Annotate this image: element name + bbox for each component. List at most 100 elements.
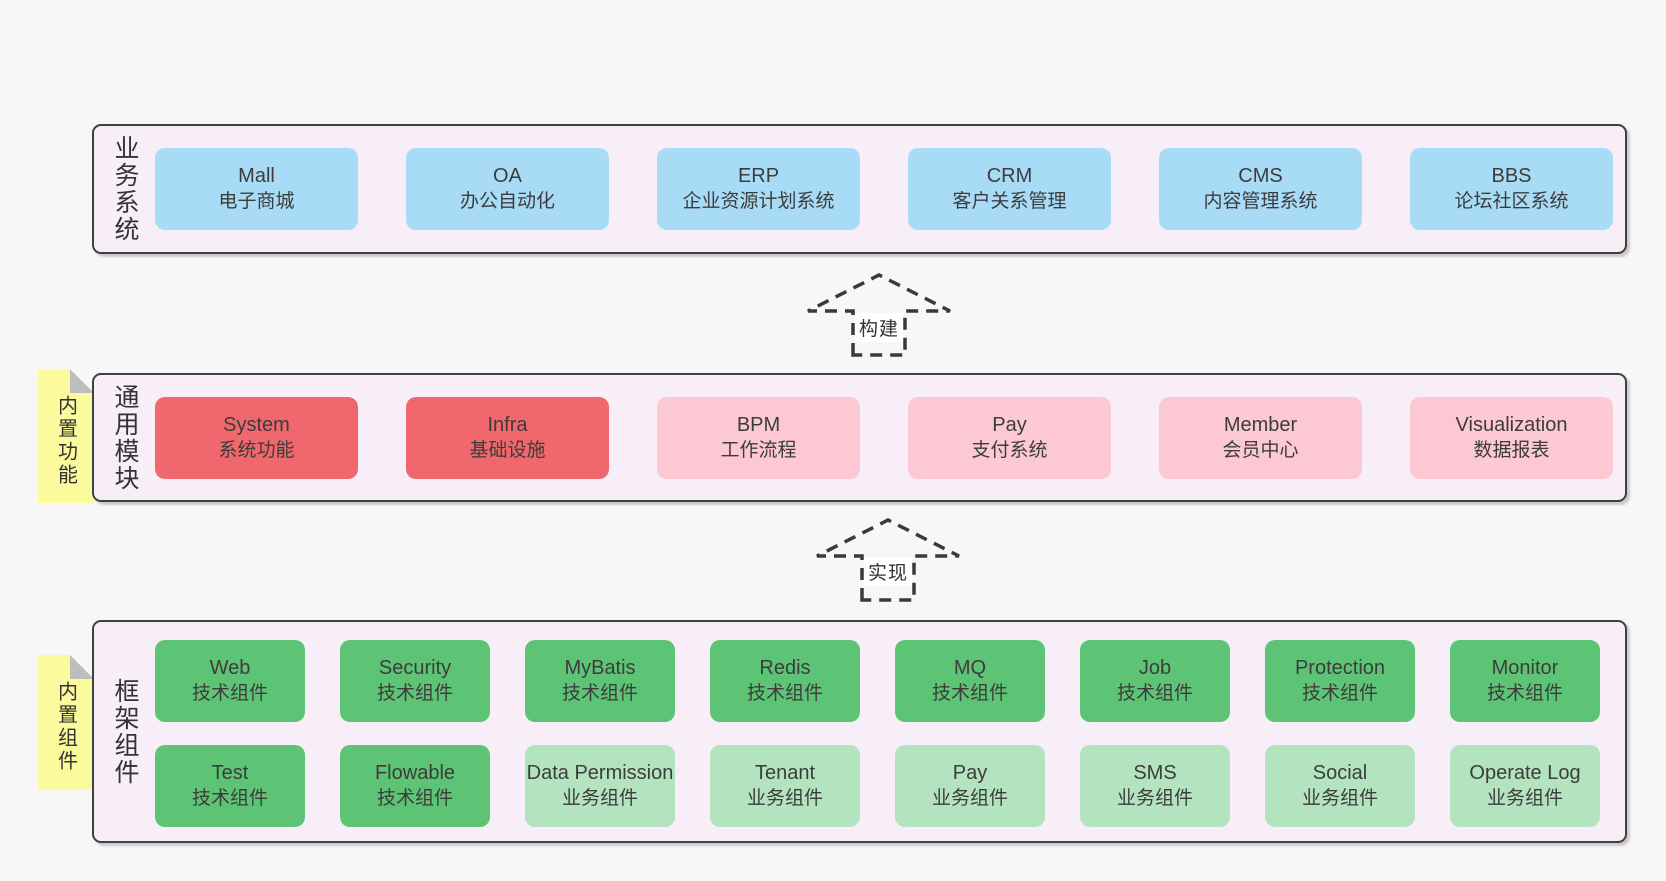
box-subtitle: 基础设施 [469,439,546,461]
builtin-components-note: 内置组件 [38,655,94,790]
box-subtitle: 技术组件 [376,788,453,809]
box-title: SMS [1133,762,1177,784]
box-visualization: Visualization 数据报表 [1410,396,1613,479]
box-subtitle: 技术组件 [746,683,823,704]
box-title: Pay [992,413,1027,436]
business-layer-label: 业务系统 [111,135,139,243]
builtin-functions-note: 内置功能 [38,369,94,503]
business-boxes-row: Mall 电子商城 OA 办公自动化 ERP 企业资源计划系统 CRM 客户关系… [155,126,1613,252]
box-tenant: Tenant 业务组件 [710,745,860,827]
up-arrow-icon [816,518,960,602]
box-sms: SMS 业务组件 [1080,745,1230,827]
box-bbs: BBS 论坛社区系统 [1410,148,1613,230]
box-subtitle: 业务组件 [931,788,1008,809]
box-title: BPM [736,413,781,436]
box-subtitle: 会员中心 [1222,439,1299,461]
box-test: Test 技术组件 [155,745,305,827]
box-title: Tenant [754,762,816,784]
up-arrow-icon [807,273,951,357]
box-title: Test [211,762,249,784]
modules-boxes-row: System 系统功能 Infra 基础设施 BPM 工作流程 Pay 支付系统… [155,375,1613,500]
box-protection: Protection 技术组件 [1265,640,1415,722]
box-subtitle: 业务组件 [746,788,823,809]
box-title: Visualization [1455,413,1568,436]
box-title: Monitor [1491,657,1559,679]
box-title: Redis [759,657,811,679]
framework-components-layer: 框架组件 Web 技术组件 Security 技术组件 MyBatis 技术组件… [92,620,1627,843]
box-cms: CMS 内容管理系统 [1159,148,1362,230]
box-crm: CRM 客户关系管理 [908,148,1111,230]
modules-layer-label: 通用模块 [111,383,139,492]
box-member: Member 会员中心 [1159,396,1362,479]
components-row-2: Test 技术组件 Flowable 技术组件 Data Permission … [155,745,1600,827]
box-title: BBS [1491,165,1532,187]
box-subtitle: 业务组件 [1301,788,1378,809]
box-subtitle: 技术组件 [561,683,638,704]
common-modules-layer: 通用模块 System 系统功能 Infra 基础设施 BPM 工作流程 Pay… [92,373,1627,502]
box-title: Flowable [374,762,456,784]
box-title: MQ [953,657,987,679]
box-title: CMS [1238,165,1283,187]
box-title: CRM [986,165,1033,187]
box-subtitle: 内容管理系统 [1203,191,1318,212]
box-subtitle: 技术组件 [376,683,453,704]
box-flowable: Flowable 技术组件 [340,745,490,827]
box-title: Social [1312,762,1368,784]
box-subtitle: 论坛社区系统 [1454,191,1569,212]
box-pay: Pay 支付系统 [908,396,1111,479]
box-title: Member [1223,413,1298,436]
components-row-1: Web 技术组件 Security 技术组件 MyBatis 技术组件 Redi… [155,640,1600,722]
box-social: Social 业务组件 [1265,745,1415,827]
implement-arrow: 实现 [815,517,961,603]
box-subtitle: 企业资源计划系统 [682,191,835,212]
note-text: 内置组件 [54,681,77,773]
box-title: Data Permission [526,762,674,784]
box-title: Job [1138,657,1172,679]
box-monitor: Monitor 技术组件 [1450,640,1600,722]
box-oa: OA 办公自动化 [406,148,609,230]
box-subtitle: 办公自动化 [459,191,555,212]
box-bpm: BPM 工作流程 [657,396,860,479]
box-subtitle: 技术组件 [191,683,268,704]
box-mall: Mall 电子商城 [155,148,358,230]
box-title: Protection [1294,657,1386,679]
box-subtitle: 技术组件 [1116,683,1193,704]
box-subtitle: 业务组件 [1116,788,1193,809]
box-title: Pay [952,762,988,784]
box-operate-log: Operate Log 业务组件 [1450,745,1600,827]
note-text: 内置功能 [54,395,77,487]
box-mybatis: MyBatis 技术组件 [525,640,675,722]
box-subtitle: 技术组件 [191,788,268,809]
box-title: Mall [238,165,275,187]
box-subtitle: 系统功能 [218,439,295,461]
box-redis: Redis 技术组件 [710,640,860,722]
box-title: Infra [487,413,528,436]
box-subtitle: 技术组件 [1301,683,1378,704]
box-subtitle: 电子商城 [218,191,295,212]
box-system: System 系统功能 [155,396,358,479]
box-subtitle: 技术组件 [931,683,1008,704]
box-infra: Infra 基础设施 [406,396,609,479]
box-title: Security [378,657,452,679]
box-erp: ERP 企业资源计划系统 [657,148,860,230]
components-layer-label: 框架组件 [111,677,139,786]
note-fold-corner [70,369,94,393]
box-title: System [223,413,290,436]
note-fold-corner [70,655,94,679]
business-systems-layer: 业务系统 Mall 电子商城 OA 办公自动化 ERP 企业资源计划系统 CRM… [92,124,1627,254]
box-data-permission: Data Permission 业务组件 [525,745,675,827]
box-subtitle: 技术组件 [1486,683,1563,704]
box-subtitle: 工作流程 [720,439,797,461]
box-web: Web 技术组件 [155,640,305,722]
box-title: MyBatis [564,657,636,679]
box-title: Operate Log [1469,762,1581,784]
box-title: ERP [737,165,780,187]
implement-arrow-label: 实现 [863,557,913,586]
box-subtitle: 数据报表 [1473,439,1550,461]
box-title: Web [209,657,251,679]
box-subtitle: 业务组件 [561,788,638,809]
box-job: Job 技术组件 [1080,640,1230,722]
box-title: OA [493,165,522,187]
box-mq: MQ 技术组件 [895,640,1045,722]
build-arrow: 构建 [806,273,952,357]
